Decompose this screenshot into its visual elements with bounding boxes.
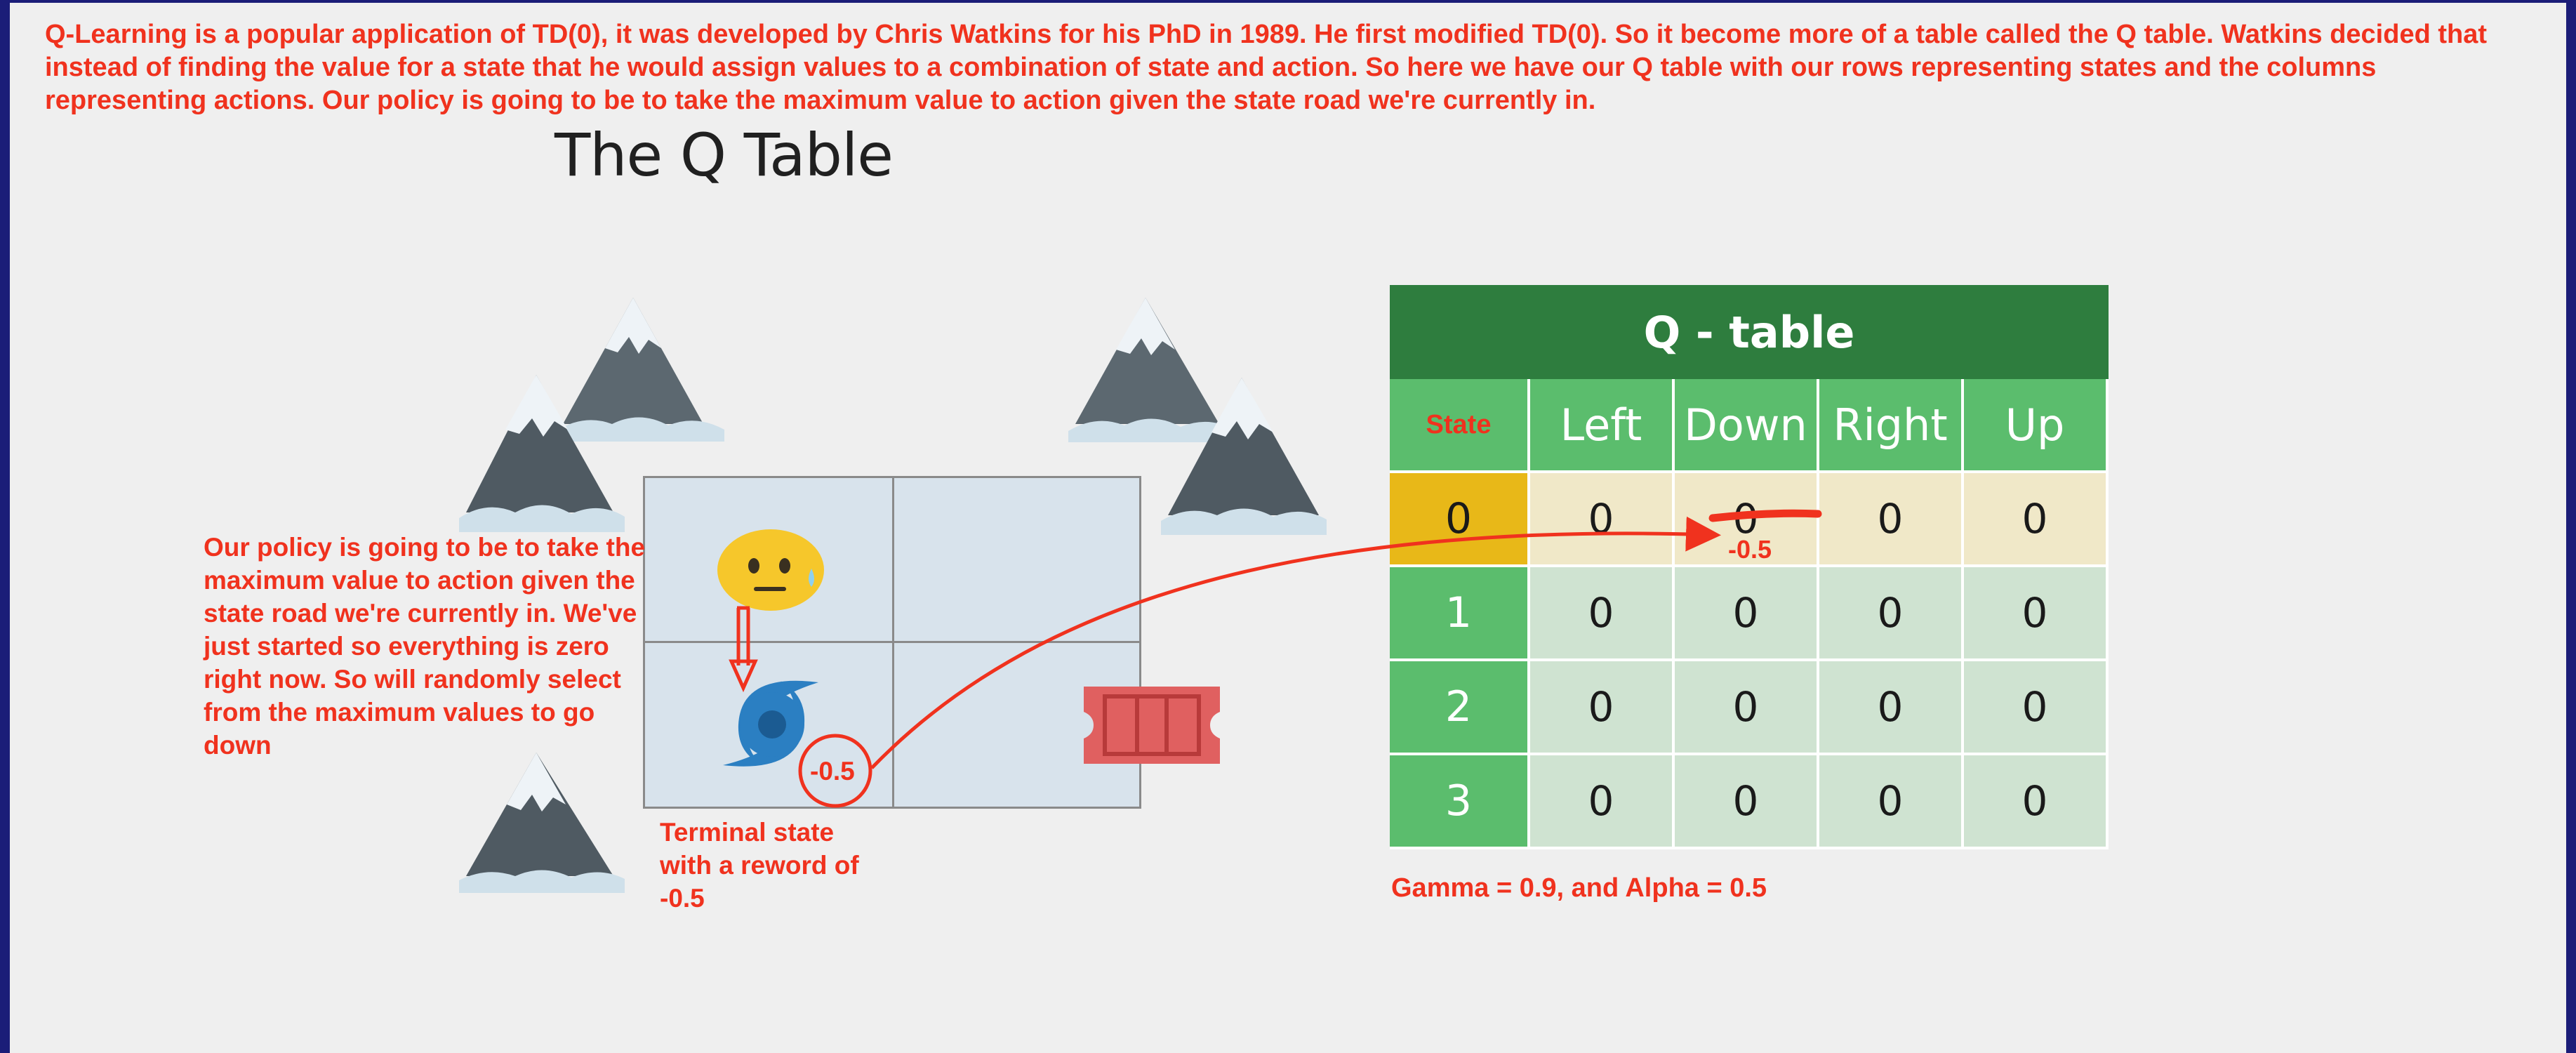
reward-circle	[798, 734, 872, 808]
worried-face-icon	[717, 529, 824, 611]
action-header-up: Up	[1964, 379, 2109, 473]
intro-annotation: Q-Learning is a popular application of T…	[45, 20, 2488, 115]
q-value-cell: 0	[1530, 755, 1675, 849]
q-value-cell: 0	[1675, 567, 1819, 661]
grid-divider-horizontal	[645, 641, 1139, 643]
q-table-title: Q - table	[1390, 285, 2109, 379]
q-value-cell: 0	[1819, 755, 1964, 849]
mountain-icon	[459, 753, 625, 893]
q-value-cell: 0	[1530, 567, 1675, 661]
mountain-icon	[1161, 378, 1327, 535]
hurricane-icon	[723, 680, 818, 767]
mountain-icon	[556, 298, 724, 442]
update-arrow	[870, 516, 1721, 769]
down-arrow-head	[729, 659, 758, 693]
q-value-cell: 0	[1675, 661, 1819, 755]
mountain-icon	[1068, 298, 1234, 442]
q-value-cell: 0	[1819, 567, 1964, 661]
q-value-cell: 0	[1964, 661, 2109, 755]
q-value-cell: 0	[1819, 661, 1964, 755]
mountain-icon	[459, 375, 625, 532]
reward-value-label: -0.5	[810, 757, 855, 786]
ticket-icon	[1084, 687, 1220, 764]
q-value-cell: 0	[1530, 661, 1675, 755]
policy-annotation: Our policy is going to be to take the ma…	[204, 533, 646, 760]
q-value-cell: 0	[1964, 755, 2109, 849]
state-row-header: 3	[1390, 755, 1530, 849]
state-row-header: 1	[1390, 567, 1530, 661]
q-value-cell: 0	[1964, 567, 2109, 661]
state-column-header: State	[1390, 379, 1530, 473]
slide: Q-Learning is a popular application of T…	[10, 3, 2566, 1053]
action-header-down: Down	[1675, 379, 1819, 473]
q-value-cell: 0	[1530, 473, 1675, 567]
q-value-cell: 0	[1964, 473, 2109, 567]
action-header-right: Right	[1819, 379, 1964, 473]
parameters-annotation: Gamma = 0.9, and Alpha = 0.5	[1391, 873, 1767, 903]
annotation-overlay	[729, 509, 1822, 808]
state-row-header: 2	[1390, 661, 1530, 755]
updated-q-value-label: -0.5	[1728, 535, 1772, 564]
terminal-state-annotation: Terminal state with a reword of -0.5	[660, 818, 859, 913]
grid-world	[643, 476, 1141, 809]
down-arrow	[736, 606, 750, 665]
slide-title: The Q Table	[555, 121, 894, 190]
action-header-left: Left	[1530, 379, 1675, 473]
state-row-header: 0	[1390, 473, 1530, 567]
q-value-cell: 0	[1819, 473, 1964, 567]
q-value-cell: 0	[1675, 755, 1819, 849]
strike-through-mark	[1708, 509, 1822, 522]
